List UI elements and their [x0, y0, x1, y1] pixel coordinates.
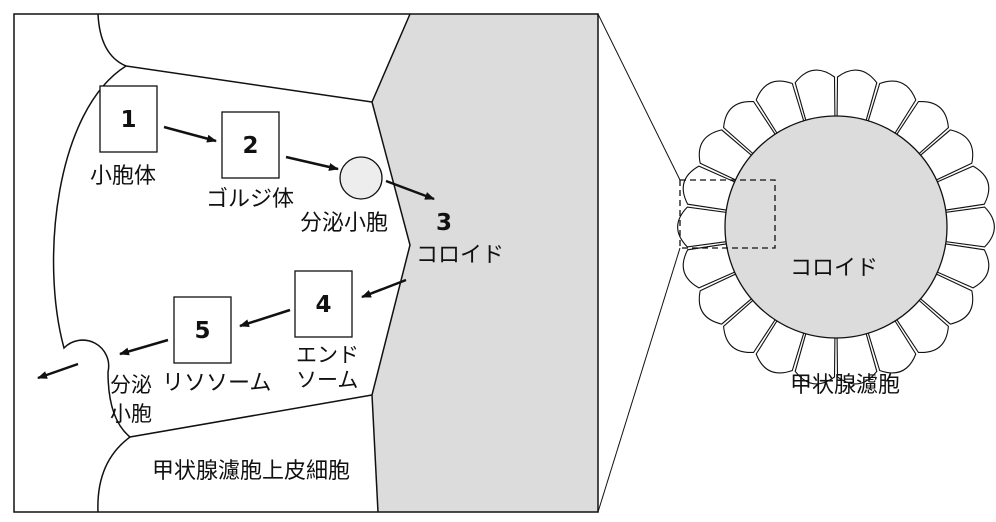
follicle-cell [698, 129, 753, 181]
follicle-cell [936, 243, 990, 289]
step-2-box [221, 111, 280, 179]
follicle-label: 甲状腺濾胞 [790, 373, 900, 398]
follicle-cell [682, 243, 736, 289]
follicle-lumen-colloid [724, 115, 948, 339]
step-1-box [99, 85, 158, 153]
follicle-cell-ring [677, 69, 995, 385]
zoom-line-bottom [597, 247, 681, 513]
follicle-cell [919, 273, 974, 325]
secretory-vesicle-1-label: 分泌小胞 [300, 211, 388, 236]
endosome-label-line2: ソーム [296, 368, 358, 392]
follicle-cell [896, 101, 949, 155]
follicle-cell [919, 129, 974, 181]
follicle: コロイド 甲状腺濾胞 [677, 69, 995, 398]
arrow-secretion-to-colloid [385, 179, 435, 201]
follicle-cell [836, 333, 878, 385]
step-1-number: 1 [120, 107, 136, 133]
secretory-vesicle-1 [339, 156, 383, 200]
follicle-cell [755, 320, 805, 374]
follicle-cell [723, 299, 776, 353]
secretory-vesicle-2-label-line1: 分泌 [110, 373, 152, 397]
follicle-cell [794, 333, 836, 385]
follicle-cell [936, 165, 990, 211]
follicle-cell [836, 69, 878, 121]
golgi-label: ゴルジ体 [206, 187, 294, 212]
arrow-lysosome-to-basal-vesicle [119, 338, 169, 356]
arrow-release [37, 362, 79, 380]
cell-membrane-bottom [97, 394, 373, 513]
zoom-region-box [679, 179, 776, 249]
enlarged-panel: 1 小胞体 2 ゴルジ体 分泌小胞 3 コロイド 4 エンド ソーム 5 リソソ… [13, 13, 599, 513]
follicle-cell [867, 80, 917, 134]
follicle-cell [896, 299, 949, 353]
panel-border [13, 13, 599, 513]
step-5-number: 5 [194, 318, 210, 344]
cell-membrane-basal [52, 65, 131, 438]
zoom-line-top [597, 13, 681, 181]
colloid-boundary [371, 13, 411, 513]
follicle-cell [945, 206, 995, 248]
colloid-label-left: コロイド [416, 243, 504, 268]
arrow-endosome-to-lysosome [239, 308, 291, 328]
endosome-label-line1: エンド [296, 343, 359, 367]
arrow-1-to-2 [163, 125, 217, 143]
step-3-number: 3 [436, 210, 452, 236]
step-2-number: 2 [242, 133, 258, 159]
follicle-cell [677, 206, 727, 248]
follicle-cell [698, 273, 753, 325]
step-5-box [173, 296, 232, 364]
follicle-cell [723, 101, 776, 155]
colloid-label-right: コロイド [790, 256, 878, 281]
vesicle-label: 小胞体 [90, 164, 156, 189]
step-4-number: 4 [315, 292, 331, 318]
epithelial-cell-label: 甲状腺濾胞上皮細胞 [152, 459, 350, 484]
arrow-2-to-secretory-vesicle [285, 155, 339, 171]
lysosome-label: リソソーム [162, 371, 271, 396]
secretory-vesicle-2-label-line2: 小胞 [110, 402, 152, 426]
step-4-box [294, 270, 353, 338]
arrow-colloid-to-endosome [361, 278, 407, 299]
follicle-cell [867, 320, 917, 374]
follicle-cell [794, 69, 836, 121]
follicle-cell [755, 80, 805, 134]
colloid-region [372, 14, 598, 512]
